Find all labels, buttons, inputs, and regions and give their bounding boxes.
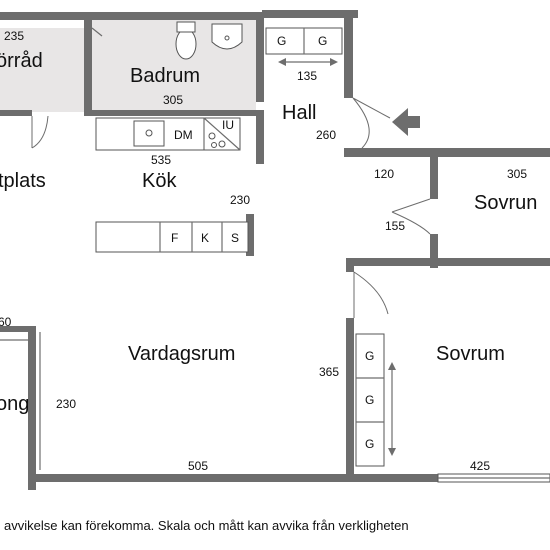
room-label-hall: Hall xyxy=(282,102,316,124)
right-wall-hall xyxy=(344,10,353,98)
bedroom-divider-short xyxy=(430,157,438,199)
storage-bottom-wall xyxy=(0,110,32,116)
dim-60: 60 xyxy=(0,315,12,329)
bedroom-top-door xyxy=(391,198,431,235)
appliance-g-bed-1: G xyxy=(365,349,374,363)
top-wall-right xyxy=(262,10,358,18)
room-label-living-room: Vardagsrum xyxy=(128,343,235,365)
washbasin-drain xyxy=(224,35,230,41)
appliance-g-hall-1: G xyxy=(277,34,286,48)
dim-365: 365 xyxy=(319,365,339,379)
dim-155: 155 xyxy=(385,219,405,233)
dim-505: 505 xyxy=(188,459,208,473)
bath-right-wall xyxy=(256,12,264,102)
appliance-g-hall-2: G xyxy=(318,34,327,48)
entrance-arrow-icon xyxy=(392,108,420,136)
bedroom-wardrobe xyxy=(355,333,385,467)
dim-120: 120 xyxy=(374,167,394,181)
toilet-tank xyxy=(176,21,196,33)
top-wall-left xyxy=(0,12,262,20)
balcony-wall xyxy=(28,330,36,490)
room-label-dining: tplats xyxy=(0,170,46,192)
dim-535: 535 xyxy=(151,153,171,167)
appliance-dm: DM xyxy=(174,128,193,142)
bedroom-divider-bottom xyxy=(430,234,438,268)
room-label-bedroom-top: Sovrun xyxy=(474,192,537,214)
sink-drain xyxy=(145,129,153,137)
hall-bottom-wall xyxy=(344,148,550,157)
room-label-storage: örråd xyxy=(0,50,43,72)
shower-line xyxy=(91,27,103,37)
arrow-head-right xyxy=(330,58,338,66)
burner-2 xyxy=(218,140,226,148)
dim-425: 425 xyxy=(470,459,490,473)
appliance-g-bed-3: G xyxy=(365,437,374,451)
room-label-bedroom-bottom: Sovrum xyxy=(436,343,505,365)
entrance-door xyxy=(352,97,391,149)
room-label-kitchen: Kök xyxy=(142,170,177,192)
kitchen-island xyxy=(95,221,249,253)
kitchen-wall-right xyxy=(256,110,264,164)
storage-door xyxy=(31,115,49,149)
appliance-s: S xyxy=(231,231,239,245)
island-wall-right xyxy=(246,214,254,256)
appliance-f: F xyxy=(171,231,178,245)
bw-arrow-up xyxy=(388,362,396,370)
room-label-bathroom: Badrum xyxy=(130,65,200,87)
burner-3 xyxy=(211,142,217,148)
bedroom-middle-wall xyxy=(346,258,550,266)
dim-230-kitchen: 230 xyxy=(230,193,250,207)
bedroom-left-wall-low xyxy=(346,318,354,474)
dim-305-bath: 305 xyxy=(163,93,183,107)
appliance-iu: IU xyxy=(222,118,234,132)
footer-disclaimer: avvikelse kan förekomma. Skala och mått … xyxy=(4,518,409,533)
arrow-head-left xyxy=(278,58,286,66)
room-label-balcony: ong xyxy=(0,393,29,415)
bath-bottom-wall xyxy=(92,110,262,116)
dim-260: 260 xyxy=(316,128,336,142)
appliance-k: K xyxy=(201,231,209,245)
toilet xyxy=(175,28,197,60)
balcony-top-wall xyxy=(0,326,36,332)
dim-135: 135 xyxy=(297,69,317,83)
bw-arrow-down xyxy=(388,448,396,456)
storage-fill xyxy=(0,28,84,112)
bath-left-wall xyxy=(84,20,92,116)
bedroom-left-wall xyxy=(346,258,354,272)
stove-diagonal xyxy=(203,117,241,151)
burner-1 xyxy=(208,132,216,140)
dim-235: 235 xyxy=(4,29,24,43)
appliance-g-bed-2: G xyxy=(365,393,374,407)
bedroom-bottom-door xyxy=(353,271,389,318)
bottom-wall xyxy=(36,474,550,482)
dim-305-bedroom: 305 xyxy=(507,167,527,181)
dim-230-balcony: 230 xyxy=(56,397,76,411)
